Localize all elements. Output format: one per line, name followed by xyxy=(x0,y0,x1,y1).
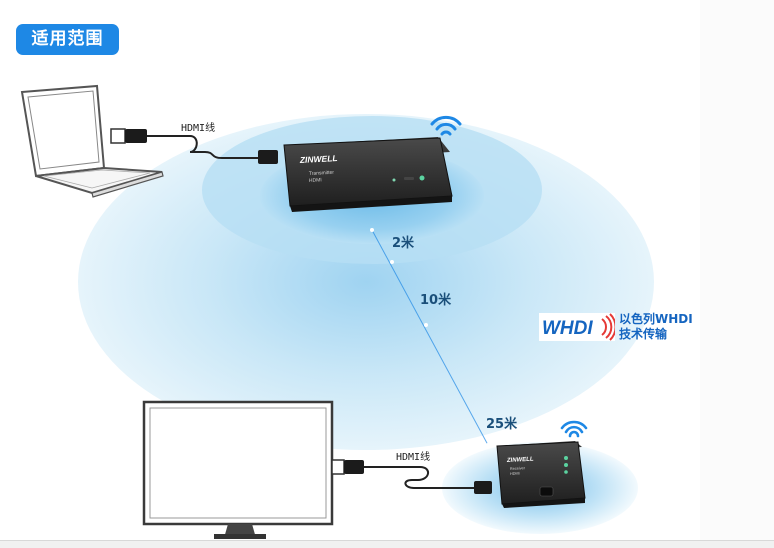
whdi-caption-line1: 以色列WHDI xyxy=(619,312,693,326)
hdmi-label-bottom: HDMI线 xyxy=(396,452,431,463)
wifi-icon-receiver xyxy=(560,420,588,438)
background-strip xyxy=(700,0,774,540)
transmitter-led xyxy=(419,175,425,181)
transmitter-brand: ZINWELL xyxy=(299,153,338,165)
receiver-port xyxy=(539,486,554,497)
bottom-bar xyxy=(0,540,774,548)
svg-text:WHDI: WHDI xyxy=(542,318,593,339)
transmitter-sub: HDMI xyxy=(309,177,322,184)
hdmi-cable-bottom xyxy=(331,459,492,494)
transmitter-button xyxy=(404,177,414,180)
monitor-icon xyxy=(142,400,334,539)
receiver-model: Receiver xyxy=(510,466,526,471)
transmitter-led-small xyxy=(392,178,396,182)
receiver-led-2 xyxy=(564,463,568,467)
scope-badge: 适用范围 xyxy=(16,24,119,55)
whdi-logo: WHDI xyxy=(539,313,615,341)
receiver-device: ZINWELL Receiver HDMI xyxy=(496,441,586,508)
distance-line xyxy=(370,228,490,447)
transmitter-device: ZINWELL Transmitter HDMI xyxy=(283,137,453,212)
receiver-led-1 xyxy=(564,456,568,460)
wifi-icon-transmitter xyxy=(430,115,462,136)
receiver-led-3 xyxy=(564,470,568,474)
receiver-sub: HDMI xyxy=(510,471,520,476)
whdi-caption-line2: 技术传输 xyxy=(619,327,668,341)
distance-25m-label: 25米 xyxy=(486,417,518,432)
transmitter-model: Transmitter xyxy=(309,170,335,177)
hdmi-cable-top xyxy=(110,128,278,164)
distance-10m-label: 10米 xyxy=(420,293,452,308)
receiver-brand: ZINWELL xyxy=(506,457,534,464)
hdmi-label-top: HDMI线 xyxy=(181,123,216,134)
laptop-icon xyxy=(20,84,164,198)
distance-2m-label: 2米 xyxy=(392,236,415,251)
